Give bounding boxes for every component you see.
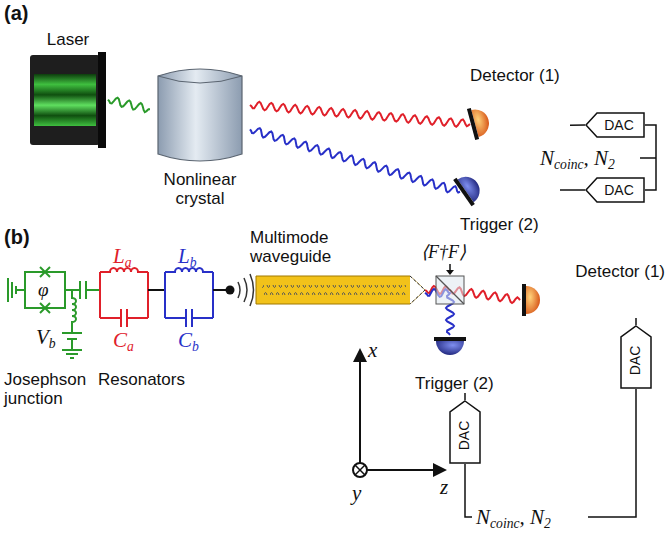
symbol-label: Cb — [178, 328, 199, 352]
photon-wave — [108, 98, 150, 113]
nonlinear-crystal — [158, 69, 242, 161]
dac-label: DAC — [456, 420, 475, 450]
laser-body — [30, 52, 106, 148]
symbol-label: z — [440, 475, 448, 499]
group-label: Resonators — [98, 370, 185, 389]
dac-box: DAC — [620, 325, 652, 389]
symbol-label: Ca — [113, 328, 134, 352]
group-label: Josephson junction — [4, 370, 104, 408]
component-node: Multimode waveguide — [250, 228, 425, 308]
symbol-label: Ncoinc, N2 — [476, 505, 551, 529]
symbol-label: φ — [38, 278, 49, 302]
axis-arrowhead — [353, 348, 447, 477]
trigger-dish — [434, 337, 466, 355]
dac-label: DAC — [627, 345, 646, 375]
component-label: Detector (1) — [575, 262, 665, 281]
symbol-label: La — [113, 244, 132, 268]
signal-wire — [464, 393, 466, 400]
component-node: Detector (1) — [470, 66, 570, 146]
josephson-circuit — [8, 267, 100, 358]
wire — [148, 289, 165, 291]
pointer-arrow — [446, 264, 454, 275]
component-node: Nonlinear crystal — [150, 65, 250, 208]
detector-dish — [467, 104, 493, 140]
component-label: Trigger (2) — [460, 215, 539, 234]
component-node: Detector (1) — [520, 262, 665, 318]
photon-wave — [250, 102, 470, 127]
dac-label: DAC — [604, 181, 634, 200]
component-label: Nonlinear crystal — [150, 170, 250, 208]
panel-label: (b) — [4, 226, 30, 249]
component-label: Laser — [47, 30, 90, 49]
beam-splitter — [436, 276, 464, 304]
photon-wave — [250, 128, 460, 192]
dac-label: DAC — [604, 116, 634, 135]
symbol-label: x — [368, 338, 377, 362]
symbol-label: Vb — [36, 325, 56, 349]
symbol-label: Lb — [178, 244, 197, 268]
symbol-label: Ncoinc, N2 — [540, 146, 615, 170]
symbol-label: y — [352, 481, 361, 505]
component-label: Multimode waveguide — [250, 228, 370, 266]
component-label: Trigger (2) — [415, 374, 494, 393]
symbol-label: ⟨F†F⟩ — [421, 240, 466, 264]
signal-wire — [635, 318, 637, 325]
component-node: Laser — [28, 30, 108, 148]
signal-wire — [570, 124, 585, 126]
dac-box: DAC — [585, 112, 645, 138]
detector-dish — [522, 284, 540, 316]
dac-box: DAC — [585, 177, 645, 203]
resonator-b — [165, 268, 213, 327]
panel-label: (a) — [4, 2, 28, 25]
signal-wire — [560, 189, 585, 191]
component-node: Trigger (2) — [460, 172, 560, 234]
trigger-dish — [453, 170, 486, 207]
waveguide-body — [256, 276, 425, 304]
component-label: Detector (1) — [470, 66, 560, 85]
signal-wire — [465, 389, 636, 517]
component-node: Trigger (2) — [415, 335, 540, 393]
antenna — [213, 274, 254, 306]
dac-box: DAC — [449, 400, 481, 464]
resonator-a — [100, 268, 148, 327]
